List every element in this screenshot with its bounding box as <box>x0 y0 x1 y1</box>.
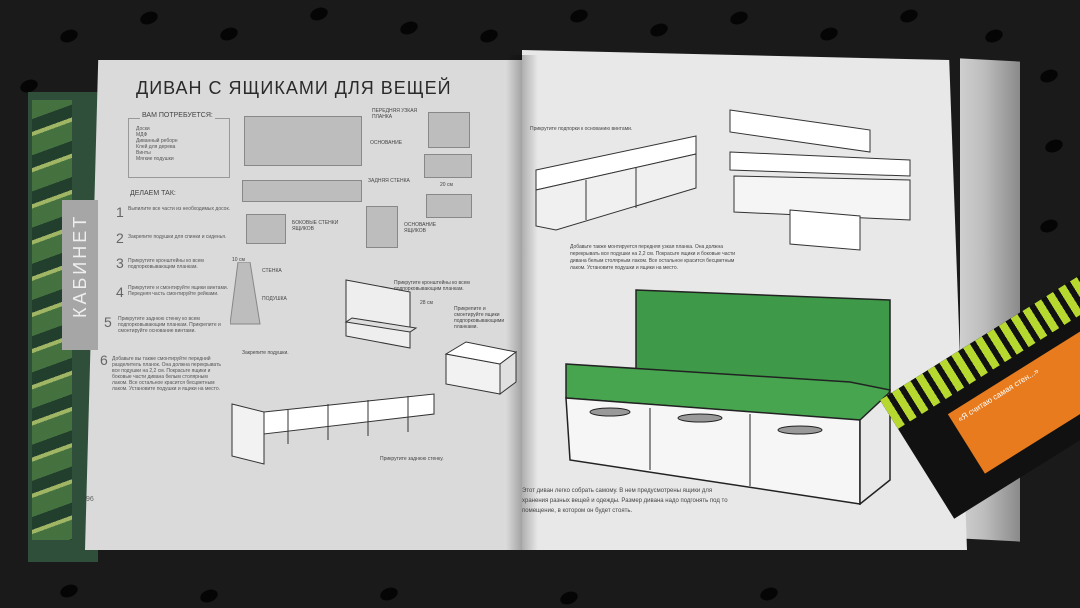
step-text: Прикрутите кронштейны ко всем подпорковы… <box>128 258 204 270</box>
drawer-base-label: ОСНОВАНИЕ ЯЩИКОВ <box>404 222 437 234</box>
wall-wedge-part <box>230 262 261 325</box>
step-number: 2 <box>116 230 124 246</box>
needed-list: Доски МДФ Диванный реборн Клей для дерев… <box>136 126 178 162</box>
needed-item: Диванный реборн <box>136 138 178 144</box>
drawer-base-part <box>366 206 398 248</box>
needed-item: Винты <box>136 150 151 156</box>
page-title: ДИВАН С ЯЩИКАМИ ДЛЯ ВЕЩЕЙ <box>136 78 452 98</box>
step-text: Прикрутите и смонтируйте ящики винтами. … <box>128 285 229 297</box>
frame-diagram <box>231 393 435 465</box>
side-walls-part <box>246 214 286 244</box>
assembly-diagram-back <box>344 279 418 349</box>
drawer-diagram <box>444 341 518 395</box>
step-number: 5 <box>104 314 112 330</box>
needed-item: МДФ <box>136 132 148 138</box>
wall-height-label: 28 см <box>420 300 433 306</box>
step1-label: Прикрутите подпорки к основанию винтами. <box>530 126 633 132</box>
base-label: ОСНОВАНИЕ <box>370 140 403 146</box>
do-header: ДЕЛАЕМ ТАК: <box>130 190 176 197</box>
side-walls-label: БОКОВЫЕ СТЕНКИ ЯЩИКОВ <box>292 220 339 232</box>
bottom-caption: Этот диван легко собрать самому. В нем п… <box>522 488 728 514</box>
step-text: Выпилите все части из необходимых досок. <box>128 206 231 212</box>
needed-item: Клей для дерева <box>136 144 176 150</box>
diagram-caption: Прикрутите кронштейны ко всем подпорковы… <box>394 280 470 292</box>
front-plank-part <box>244 116 362 166</box>
wall-width-label: 10 см <box>232 257 245 263</box>
needed-item: Доски <box>136 126 150 132</box>
plank-part-top <box>428 112 470 148</box>
sofa-assembly-diagram <box>729 109 911 251</box>
sofa-illustration <box>565 289 891 505</box>
back-wall-part <box>242 180 362 202</box>
step-text: Прикрутите заднюю стенку ко всем подпорк… <box>118 316 221 334</box>
step-number: 6 <box>100 352 108 368</box>
step-number: 4 <box>116 284 124 300</box>
step-text: Добавьте вы также смонтируйте передний р… <box>112 356 221 392</box>
page-number: 96 <box>86 496 94 503</box>
diagram-caption: Прикрутите заднюю стенку. <box>380 456 444 462</box>
step2-caption: Добавьте также монтируется передняя узка… <box>570 244 736 271</box>
cushion-label: ПОДУШКА <box>262 296 287 302</box>
needed-item: Мягкие подушки <box>136 156 174 162</box>
front-plank-label: ПЕРЕДНЯЯ УЗКАЯ ПЛАНКА <box>372 108 418 120</box>
plank-part-low <box>426 194 472 218</box>
plank-part-mid <box>424 154 472 178</box>
wall-label: СТЕНКА <box>262 268 282 274</box>
base-frame-diagram <box>535 135 697 231</box>
step-number: 1 <box>116 204 124 220</box>
book-gutter <box>506 55 538 550</box>
section-tab-label: КАБИНЕТ <box>70 213 90 318</box>
pillow-width-label: 20 см <box>440 182 453 188</box>
step-text: Закрепите подушки для спинки и сиденья. <box>128 234 227 240</box>
step-number: 3 <box>116 255 124 271</box>
diagram-caption: Прикрепите и смонтируйте ящики подпорков… <box>454 306 505 330</box>
back-wall-label: ЗАДНЯЯ СТЕНКА <box>368 178 410 184</box>
diagram-caption: Закрепите подушки. <box>242 350 289 356</box>
needed-header: ВАМ ПОТРЕБУЕТСЯ: <box>140 112 215 119</box>
section-tab: КАБИНЕТ <box>62 200 98 350</box>
